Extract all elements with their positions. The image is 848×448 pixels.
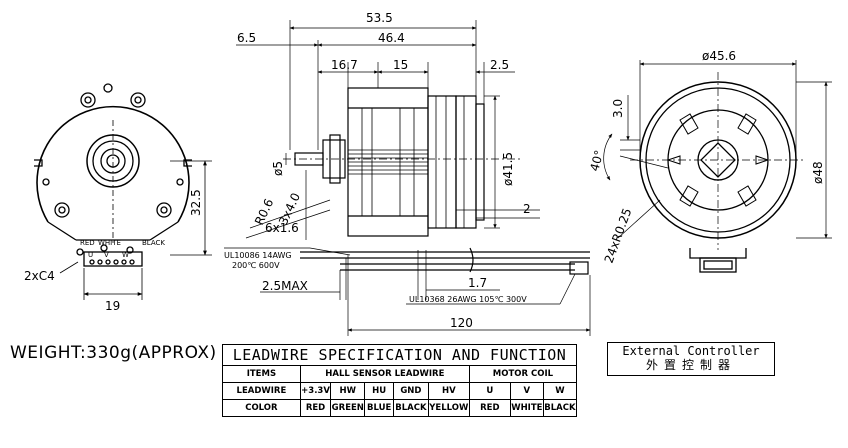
table-cell: LEADWIRE	[222, 382, 301, 400]
dim-angle: 40°	[587, 149, 606, 173]
external-controller-en: External Controller	[622, 344, 760, 358]
ul-spec-line1: UL10086 14AWG	[224, 251, 292, 260]
table-row: COLOR RED GREEN BLUE BLACK YELLOW RED WH…	[222, 399, 578, 417]
ul-spec-line2: 200℃ 600V	[232, 261, 280, 270]
dim-body-length: 46.4	[378, 31, 405, 45]
dim-stator-width-2: 15	[393, 58, 408, 72]
dim-radius-025: 24xR0.25	[602, 206, 635, 265]
external-controller-box: External Controller 外置控制器	[607, 342, 775, 376]
external-controller-zh: 外置控制器	[645, 358, 736, 372]
table-cell: BLUE	[364, 399, 394, 417]
dim-outer-dia: ø45.6	[702, 49, 736, 63]
table-cell: RED	[299, 399, 332, 417]
dim-flange-thk: 2	[523, 202, 531, 216]
dim-right-3: 3.0	[611, 99, 625, 118]
table-cell: HV	[427, 382, 470, 400]
table-cell: WHITE	[509, 399, 544, 417]
label-red: RED	[80, 239, 95, 247]
weight-label: WEIGHT:330g(APPROX)	[10, 343, 217, 363]
label-white: WHITE	[98, 239, 121, 247]
table-cell: W	[542, 382, 578, 400]
dim-lead-length: 120	[450, 316, 473, 330]
table-cell: BLACK	[542, 399, 578, 417]
dim-stator-width-1: 16.7	[331, 58, 358, 72]
table-row: ITEMS HALL SENSOR LEADWIRE MOTOR COIL	[222, 365, 578, 383]
table-cell: ITEMS	[222, 365, 301, 383]
dim-boss-dia: ø41.5	[501, 152, 515, 186]
table-cell: GREEN	[330, 399, 366, 417]
dim-chamfer: 2xC4	[24, 269, 55, 283]
dim-overall-length: 53.5	[366, 11, 393, 25]
table-cell: HU	[364, 382, 394, 400]
dim-shaft-dia: ø5	[271, 161, 285, 176]
dim-hole-spacing: 19	[105, 299, 120, 313]
dim-hole-height: 32.5	[189, 189, 203, 216]
table-cell: RED	[468, 399, 511, 417]
label-u: U	[88, 251, 93, 259]
ul-hall-spec: UL10368 26AWG 105℃ 300V	[409, 295, 527, 304]
label-black: BLACK	[142, 239, 165, 247]
label-v: V	[104, 251, 109, 259]
table-cell: GND	[393, 382, 429, 400]
dim-right-dia: ø48	[811, 161, 825, 184]
table-cell: COLOR	[222, 399, 301, 417]
table-cell: +3.3V	[299, 382, 332, 400]
table-cell: V	[509, 382, 544, 400]
table-cell: MOTOR COIL	[468, 365, 578, 383]
dim-shaft-16: 6x1.6	[265, 221, 299, 235]
middle-side-view	[224, 20, 591, 336]
table-row: LEADWIRE +3.3V HW HU GND HV U V W	[222, 382, 578, 400]
table-cell: YELLOW	[427, 399, 470, 417]
dim-rotor-gap: 2.5	[490, 58, 509, 72]
spec-table-title: LEADWIRE SPECIFICATION AND FUNCTION	[222, 344, 577, 366]
table-cell: U	[468, 382, 511, 400]
table-cell: HW	[330, 382, 366, 400]
dim-shaft-offset: 6.5	[237, 31, 256, 45]
leadwire-spec-table: ITEMS HALL SENSOR LEADWIRE MOTOR COIL LE…	[222, 365, 578, 417]
left-rear-view	[34, 83, 212, 300]
label-w: W	[122, 251, 129, 259]
right-front-view	[603, 60, 832, 273]
table-cell: HALL SENSOR LEADWIRE	[299, 365, 470, 383]
dim-lead-offset: 1.7	[468, 276, 487, 290]
dim-lead-max: 2.5MAX	[262, 279, 308, 293]
table-cell: BLACK	[393, 399, 429, 417]
